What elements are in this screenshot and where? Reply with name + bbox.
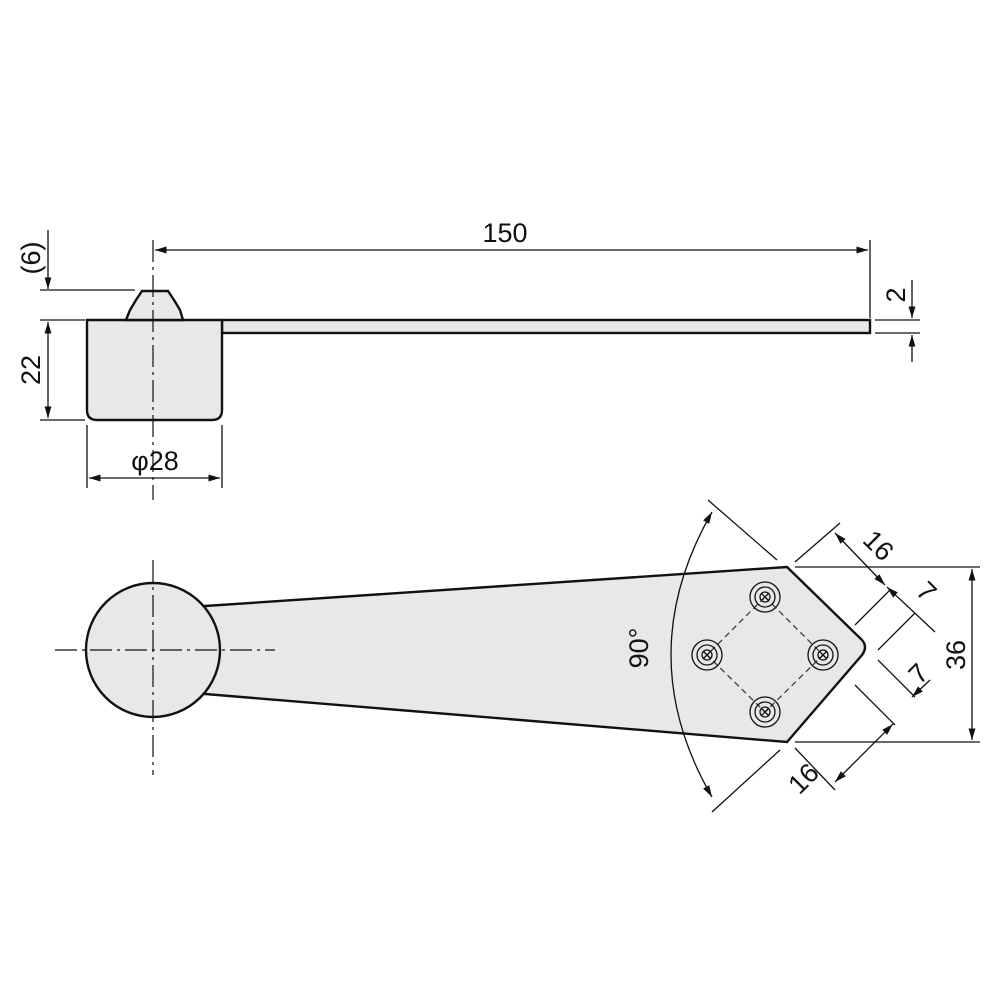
dim-22: 22 xyxy=(16,355,46,385)
nut xyxy=(124,289,185,322)
dim-6: (6) xyxy=(16,242,46,275)
body-side xyxy=(85,318,224,422)
top-view: 90° 36 16 7 7 16 xyxy=(55,499,980,813)
hole xyxy=(749,696,781,728)
dim-phi28: φ28 xyxy=(131,446,179,476)
dim-90: 90° xyxy=(624,628,654,669)
hole xyxy=(749,581,781,613)
side-view: 150 (6) 22 φ28 2 xyxy=(16,218,920,500)
dim-2: 2 xyxy=(881,287,911,302)
arm-side xyxy=(220,318,872,335)
dim-36: 36 xyxy=(941,640,971,670)
dim-150: 150 xyxy=(482,218,527,248)
arm-top xyxy=(203,565,867,744)
dim-7-top: 7 xyxy=(910,576,942,608)
dim-16-top: 16 xyxy=(857,524,899,566)
hole xyxy=(691,639,723,671)
dim-16-bottom: 16 xyxy=(782,757,824,799)
hole xyxy=(807,639,839,671)
dim-7-bottom: 7 xyxy=(903,658,935,690)
